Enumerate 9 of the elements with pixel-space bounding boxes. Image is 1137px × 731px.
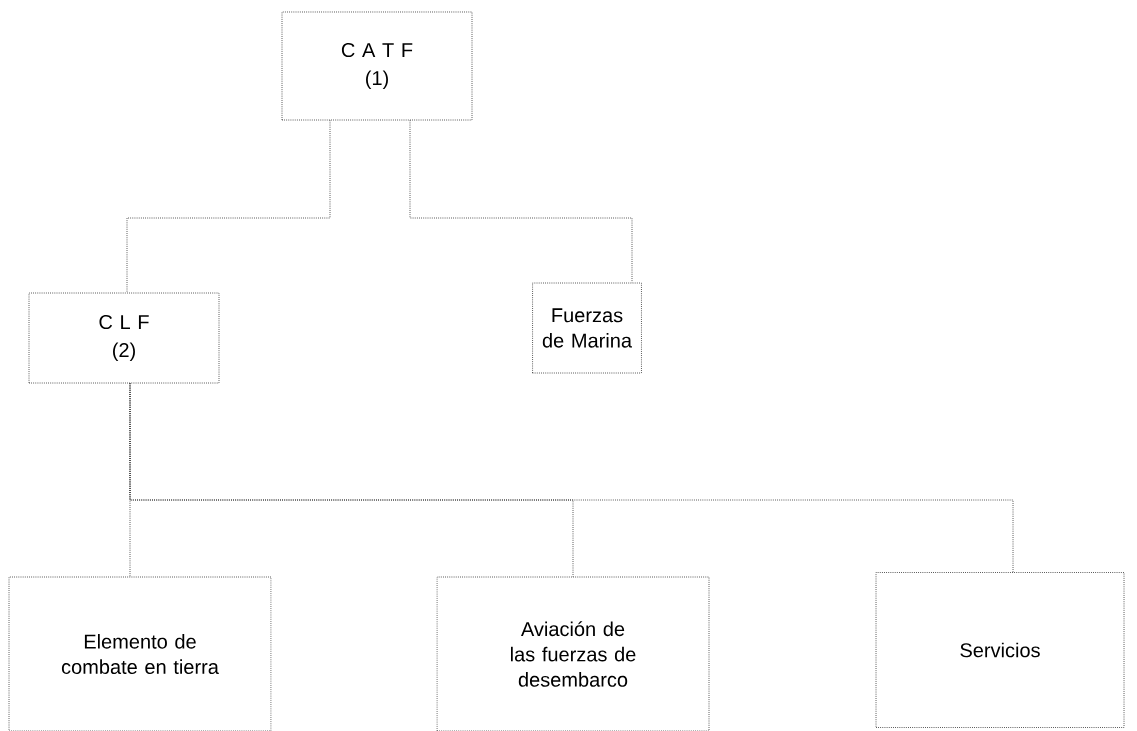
org-box: C L F (2): [28, 292, 220, 384]
org-box: Servicios: [875, 572, 1125, 728]
connector-line: [126, 120, 331, 293]
org-box: C A T F (1): [281, 11, 473, 121]
org-box: Fuerzas de Marina: [532, 282, 642, 374]
org-box: Elemento de combate en tierra: [8, 576, 272, 731]
org-box: Aviación de las fuerzas de desembarco: [436, 576, 710, 731]
connector-line: [129, 383, 1014, 573]
connector-line: [409, 120, 633, 283]
